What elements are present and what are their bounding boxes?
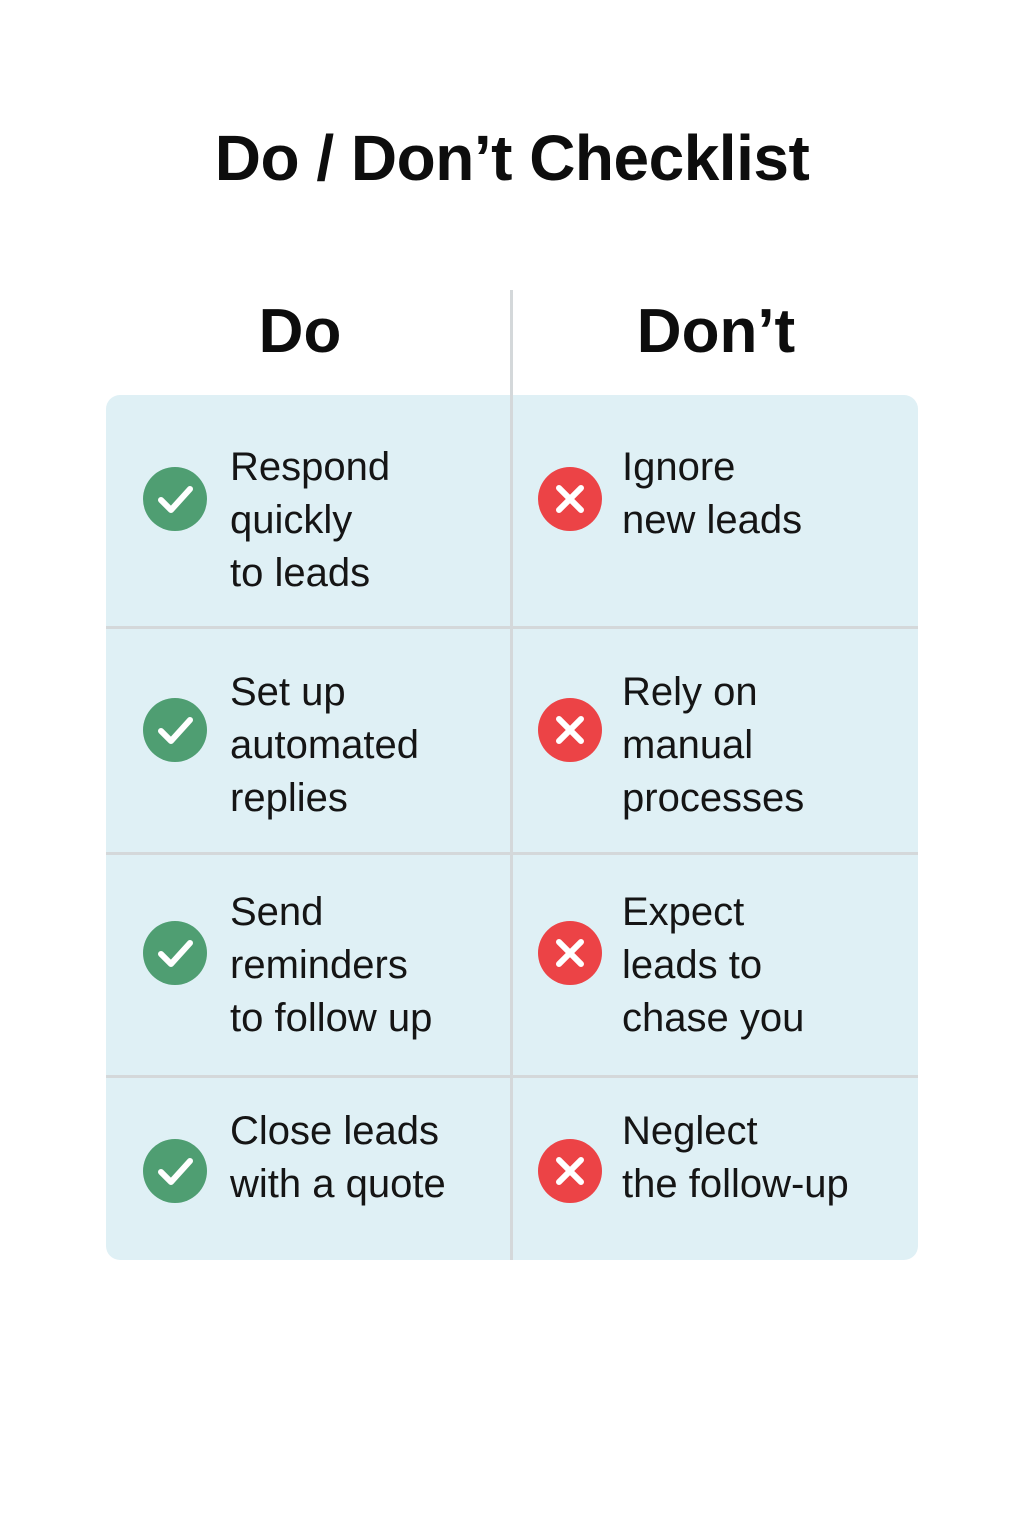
check-circle-icon — [143, 1139, 207, 1203]
do-item: Set up automated replies — [106, 629, 510, 852]
dont-item-text: Ignore new leads — [622, 445, 803, 542]
row-divider — [106, 626, 918, 629]
do-item-text: Set up automated replies — [230, 670, 420, 820]
row-divider — [106, 1075, 918, 1078]
dont-item: Neglect the follow-up — [513, 1078, 918, 1260]
do-column-header: Do — [258, 297, 342, 366]
do-item-text: Send reminders to follow up — [230, 890, 433, 1040]
page-title: Do / Don’t Checklist — [214, 122, 810, 194]
dont-item: Expect leads to chase you — [513, 855, 918, 1075]
do-item-text: Respond quickly to leads — [230, 445, 391, 595]
header-divider — [510, 290, 513, 396]
column-divider — [510, 395, 513, 1260]
do-item: Close leads with a quote — [106, 1078, 510, 1260]
x-circle-icon — [538, 1139, 602, 1203]
dont-item-text: Rely on manual processes — [622, 670, 805, 820]
dont-item: Rely on manual processes — [513, 629, 918, 852]
do-item-text: Close leads with a quote — [230, 1109, 446, 1206]
x-circle-icon — [538, 921, 602, 985]
row-divider — [106, 852, 918, 855]
dont-item-text: Expect leads to chase you — [622, 890, 805, 1040]
x-circle-icon — [538, 467, 602, 531]
check-circle-icon — [143, 921, 207, 985]
dont-item: Ignore new leads — [513, 395, 918, 626]
dont-item-text: Neglect the follow-up — [622, 1109, 849, 1206]
do-item: Send reminders to follow up — [106, 855, 510, 1075]
dont-column-header: Don’t — [636, 297, 796, 366]
x-circle-icon — [538, 698, 602, 762]
do-item: Respond quickly to leads — [106, 395, 510, 626]
checklist-table: Respond quickly to leads Ignore new lead… — [106, 395, 918, 1260]
check-circle-icon — [143, 467, 207, 531]
check-circle-icon — [143, 698, 207, 762]
